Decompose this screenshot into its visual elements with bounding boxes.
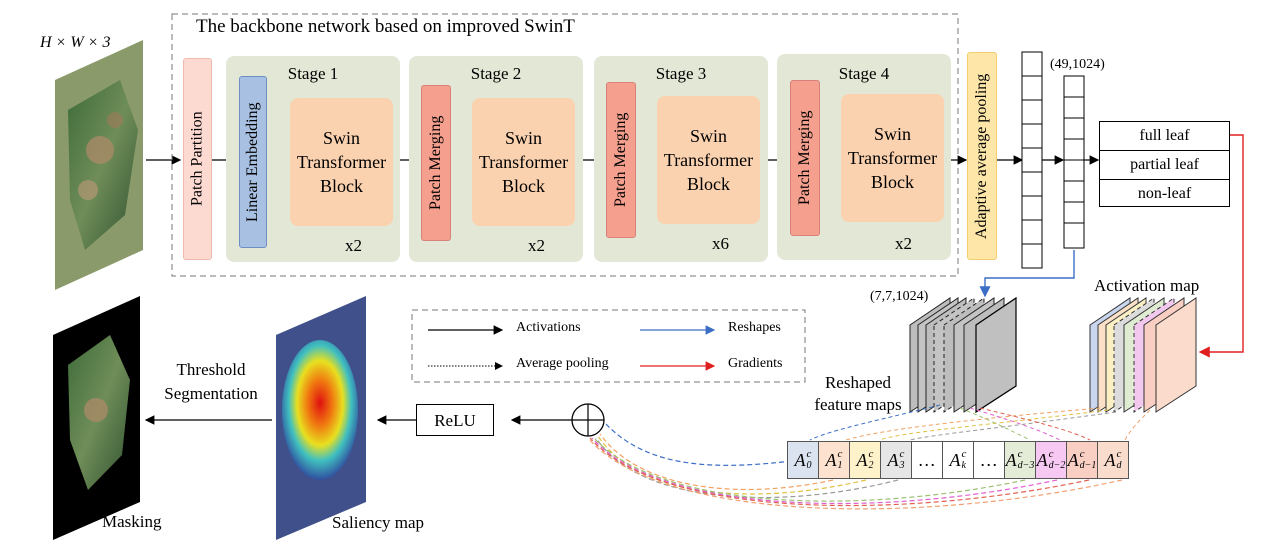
saliency-map-label: Saliency map	[332, 513, 425, 532]
weighted-sum-curves	[587, 423, 1123, 510]
patch-merging-label-2: Patch Merging	[427, 115, 444, 211]
class-output-box: full leaf partial leaf non-leaf	[1099, 121, 1230, 207]
class-full-leaf: full leaf	[1100, 122, 1229, 151]
stage-1-title: Stage 1	[287, 64, 339, 83]
saliency-map-image	[276, 296, 366, 540]
reshaped-feature-maps	[909, 296, 1017, 414]
swin-line-1: Swin	[689, 126, 727, 146]
class-partial-leaf: partial leaf	[1100, 151, 1229, 180]
swin-line-1: Swin	[322, 128, 360, 148]
swin-line-1: Swin	[873, 124, 911, 144]
input-size-label: H × W × 3	[40, 34, 111, 51]
patch-partition-label: Patch Partition	[188, 111, 206, 207]
patch-merging-label-3: Patch Merging	[612, 112, 629, 208]
backbone-title: The backbone network based on improved S…	[196, 16, 575, 37]
feature-vector-column	[1063, 75, 1085, 249]
stage-2-repeat: x2	[528, 236, 545, 255]
legend-frame	[411, 309, 806, 383]
swin-line-3: Block	[870, 172, 914, 192]
activation-map-label: Activation map	[1094, 276, 1200, 295]
patch-merging-label-4: Patch Merging	[796, 110, 813, 206]
swin-line-2: Transformer	[663, 150, 754, 170]
swin-line-2: Transformer	[478, 152, 569, 172]
activation-map-stack	[1089, 297, 1197, 413]
class-non-leaf: non-leaf	[1137, 185, 1192, 202]
sum-operator	[571, 403, 605, 437]
masking-label: Masking	[102, 512, 162, 531]
adaptive-pooling-block	[967, 52, 997, 260]
swin-line-3: Block	[319, 176, 363, 196]
reshaped-shape-label: (7,7,1024)	[870, 289, 929, 304]
adaptive-pooling-label: Adaptive average pooling	[973, 73, 990, 239]
swin-line-3: Block	[686, 174, 730, 194]
stage-2-title: Stage 2	[470, 64, 522, 83]
swin-line-2: Transformer	[847, 148, 938, 168]
backbone-frame	[171, 13, 959, 277]
legend-activations: Activations	[516, 320, 581, 335]
legend-average-pooling: Average pooling	[516, 356, 609, 371]
map-to-cell-lines	[809, 404, 1151, 441]
stage-3-repeat: x6	[712, 234, 729, 253]
linear-embedding-label: Linear Embedding	[244, 102, 261, 222]
pooled-vector-column	[1021, 51, 1043, 269]
patch-partition-block	[183, 58, 212, 260]
masking-image	[53, 296, 140, 540]
weight-cell-4: …	[911, 441, 943, 479]
patch-merging-block-3	[606, 82, 636, 238]
legend-gradients: Gradients	[728, 356, 783, 371]
legend-reshapes: Reshapes	[728, 320, 781, 335]
stage-4-repeat: x2	[895, 234, 912, 253]
input-image	[55, 40, 143, 290]
feature-shape-label: (49,1024)	[1050, 57, 1105, 72]
stage-4-title: Stage 4	[838, 64, 890, 83]
patch-merging-block-4	[790, 80, 820, 236]
patch-merging-block-2	[421, 85, 451, 241]
swin-line-1: Swin	[504, 128, 542, 148]
swin-line-2: Transformer	[296, 152, 387, 172]
stage-1-repeat: x2	[345, 236, 362, 255]
weight-cell-6: …	[973, 441, 1005, 479]
stage-3-title: Stage 3	[655, 64, 707, 83]
linear-embedding-block	[239, 76, 267, 248]
swin-line-3: Block	[501, 176, 545, 196]
relu-box: ReLU	[416, 404, 494, 436]
